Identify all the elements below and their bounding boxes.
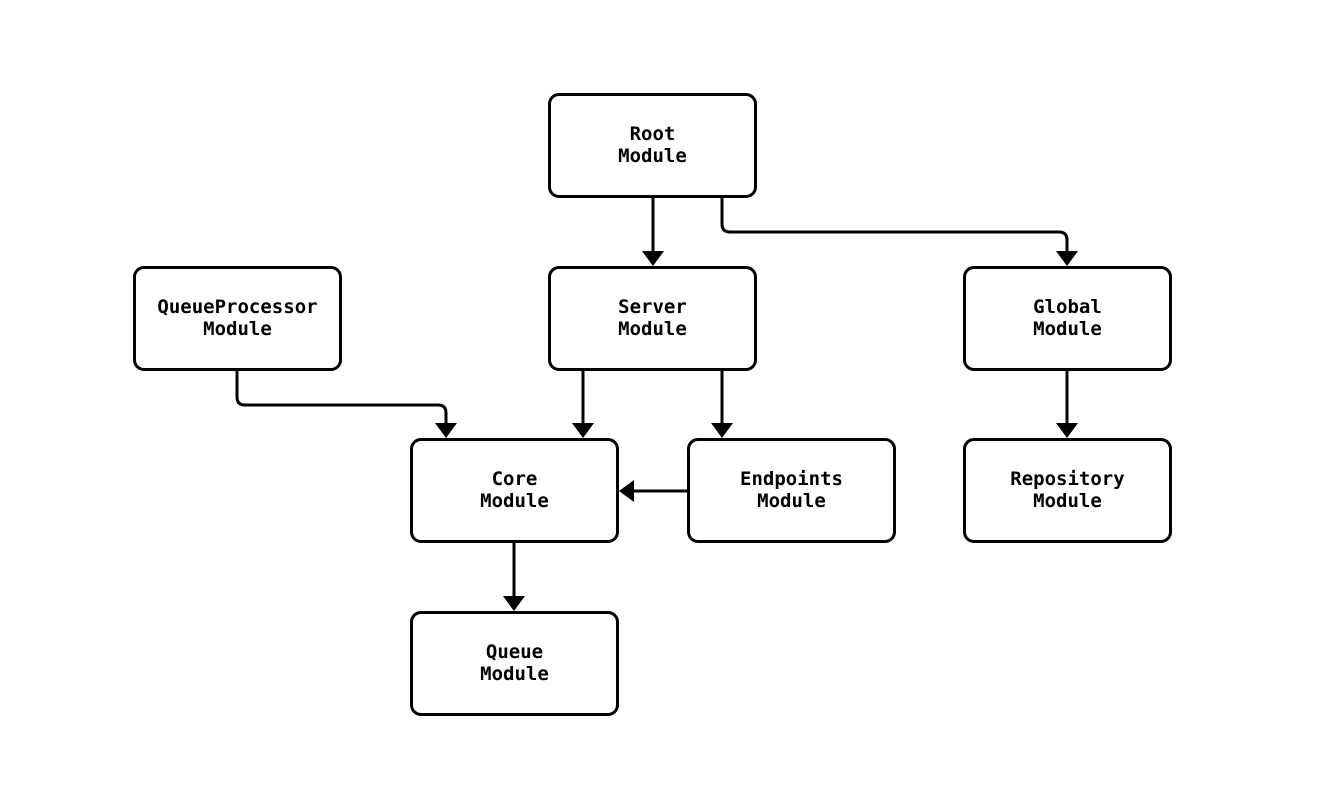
edge-root-to-global [720,198,1078,266]
edge-server-to-core [572,371,594,438]
node-global-module: Global Module [963,266,1172,371]
edge-root-to-server [642,198,664,266]
node-core-module: Core Module [410,438,619,543]
arrowhead-down-icon [1056,251,1078,266]
arrowhead-left-icon [619,480,634,502]
node-queue-module: Queue Module [410,611,619,716]
node-endpoints-module: Endpoints Module [687,438,896,543]
edge-server-to-endpoints [711,371,733,438]
edge-core-to-queue [503,543,525,611]
arrowhead-down-icon [711,423,733,438]
node-label-line: Server [618,296,687,318]
arrowhead-down-icon [642,251,664,266]
node-label-line: Queue [485,641,544,663]
node-label-line: Repository [1010,468,1125,490]
arrowhead-down-icon [435,423,457,438]
node-label-line: Module [618,144,687,167]
edge-global-to-repository [1056,371,1078,438]
node-label-line: Global [1033,296,1102,318]
node-label-line: Module [757,489,826,512]
arrowhead-down-icon [503,596,525,611]
node-queueprocessor-module: QueueProcessor Module [133,266,342,371]
arrowhead-down-icon [572,423,594,438]
node-label-line: Core [491,468,538,490]
node-label-line: Endpoints [740,468,843,490]
arrowhead-down-icon [1056,423,1078,438]
node-root-module: Root Module [548,93,757,198]
node-label-line: Root [629,123,676,145]
node-repository-module: Repository Module [963,438,1172,543]
node-label-line: Module [1033,489,1102,512]
node-label-line: QueueProcessor [157,296,318,318]
node-label-line: Module [618,317,687,340]
edge-queueprocessor-to-core [235,371,457,438]
edge-endpoints-to-core [619,480,687,502]
node-label-line: Module [480,489,549,512]
node-server-module: Server Module [548,266,757,371]
node-label-line: Module [1033,317,1102,340]
node-label-line: Module [480,662,549,685]
node-label-line: Module [203,317,272,340]
